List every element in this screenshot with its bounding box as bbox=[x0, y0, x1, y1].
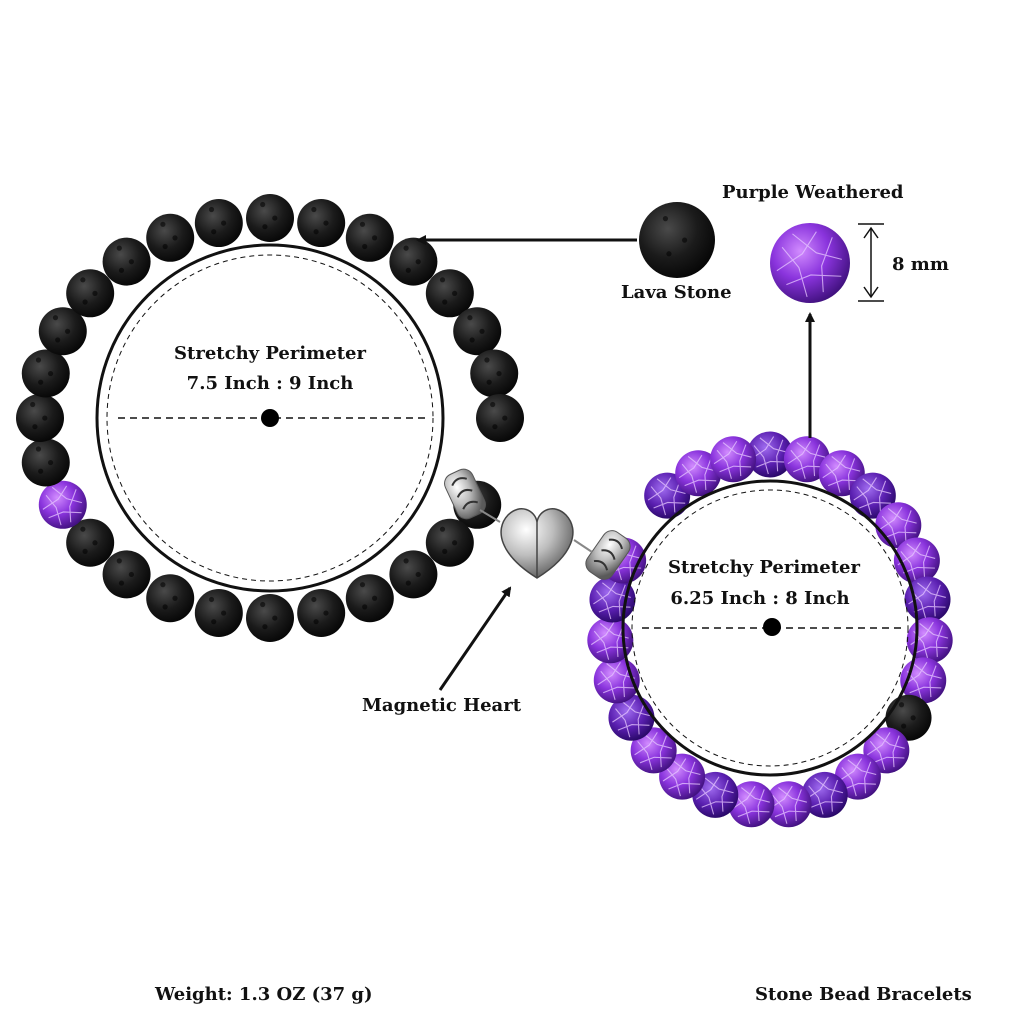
lava-bead bbox=[146, 574, 195, 623]
lava-bead bbox=[102, 237, 151, 286]
lava-bead bbox=[476, 394, 524, 442]
lava-bead bbox=[66, 269, 115, 318]
lava-bead bbox=[425, 518, 474, 567]
right-perimeter-circle bbox=[621, 479, 919, 777]
lava-bead bbox=[297, 588, 346, 637]
left-perimeter-circle bbox=[95, 243, 445, 593]
purple-bead bbox=[728, 781, 775, 828]
lava-stone-sample-bead bbox=[639, 202, 715, 278]
lava-bead bbox=[246, 594, 294, 642]
purple-bead bbox=[710, 436, 757, 483]
purple-bead bbox=[747, 431, 793, 478]
lava-bead bbox=[21, 349, 70, 398]
lava-bead bbox=[38, 307, 87, 356]
purple-bead bbox=[765, 781, 812, 828]
left-perimeter-dashed-circle bbox=[106, 254, 434, 582]
magnetic-heart-arrow-icon bbox=[438, 586, 512, 691]
lava-bead bbox=[194, 199, 243, 248]
purple-bead bbox=[608, 694, 655, 741]
product-type-label: Stone Bead Bracelets bbox=[755, 984, 972, 1005]
lava-bead bbox=[102, 550, 151, 599]
purple-bead bbox=[801, 771, 848, 818]
right-perimeter-title: Stretchy Perimeter bbox=[668, 557, 860, 578]
left-perimeter-title: Stretchy Perimeter bbox=[174, 343, 366, 364]
magnetic-heart-label: Magnetic Heart bbox=[362, 695, 522, 716]
lava-bead bbox=[425, 269, 474, 318]
purple-bead bbox=[630, 727, 677, 774]
lava-bead bbox=[453, 307, 502, 356]
purple-weathered-label: Purple Weathered bbox=[722, 182, 904, 203]
dimension-arrow-icon bbox=[858, 223, 884, 302]
lava-bead bbox=[246, 194, 294, 242]
right-spacer-bead bbox=[585, 530, 631, 580]
lava-bead bbox=[297, 199, 346, 248]
magnetic-heart-icon bbox=[479, 508, 593, 579]
purple-bead bbox=[675, 450, 722, 497]
lava-bead bbox=[389, 237, 438, 286]
left-perimeter-size: 7.5 Inch : 9 Inch bbox=[186, 373, 354, 394]
lava-bead bbox=[66, 518, 115, 567]
purple-bead bbox=[885, 694, 932, 741]
right-perimeter-size: 6.25 Inch : 8 Inch bbox=[670, 588, 850, 609]
lava-bead bbox=[21, 438, 70, 487]
purple-weathered-sample-bead bbox=[770, 223, 850, 303]
lava-bead bbox=[345, 574, 394, 623]
right-center-dot bbox=[763, 618, 781, 636]
lava-bead bbox=[16, 394, 64, 442]
lava-bead bbox=[470, 349, 519, 398]
lava-bead bbox=[389, 550, 438, 599]
left-spacer-bead bbox=[444, 468, 486, 520]
left-center-dot bbox=[261, 409, 279, 427]
lava-bead bbox=[38, 480, 87, 529]
weight-label: Weight: 1.3 OZ (37 g) bbox=[155, 984, 373, 1005]
lava-bead bbox=[194, 588, 243, 637]
lava-bead bbox=[345, 213, 394, 262]
right-perimeter-dashed-circle bbox=[631, 489, 909, 767]
purple-bead bbox=[783, 436, 830, 483]
lava-bead bbox=[146, 213, 195, 262]
bead-size-label: 8 mm bbox=[892, 254, 949, 275]
lava-stone-label: Lava Stone bbox=[621, 282, 732, 303]
